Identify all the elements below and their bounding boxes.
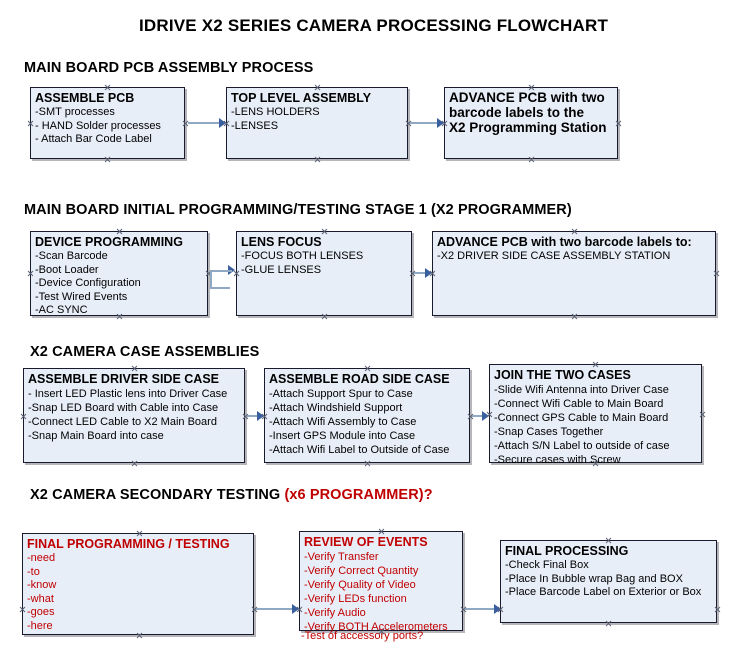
arrow-lens-focus-to-advance-pcb — [414, 272, 427, 274]
arrow-device-programming-to-lens-focus — [210, 287, 230, 289]
arrow-final-programming-to-review — [256, 608, 294, 610]
node-line: -Slide Wifi Antenna into Driver Case — [494, 384, 669, 396]
node-line: -GLUE LENSES — [241, 263, 322, 276]
node-final-processing[interactable]: FINAL PROCESSING -Check Final Box -Place… — [500, 540, 717, 623]
node-line: -Attach S/N Label to outside of case — [494, 440, 670, 452]
node-advance-pcb-to-driver-case[interactable]: ADVANCE PCB with two barcode labels to: … — [432, 231, 716, 316]
node-line: -Test Wired Events — [35, 290, 128, 303]
node-overflow-line: -Test of accessory ports? — [301, 630, 424, 642]
node-line: - Attach Bar Code Label — [35, 133, 152, 145]
node-line: -goes — [27, 606, 55, 618]
section-label-red: (x6 PROGRAMMER)? — [284, 487, 433, 503]
node-device-programming[interactable]: DEVICE PROGRAMMING -Scan Barcode -Boot L… — [30, 231, 208, 316]
node-line: -Verify Quality of Video — [304, 579, 416, 591]
node-line: -LENSES — [231, 119, 279, 132]
node-line: barcode labels to the — [449, 105, 585, 120]
node-line: -Snap Cases Together — [494, 426, 604, 438]
section-heading-main-board-pcb-assembly-process: MAIN BOARD PCB ASSEMBLY PROCESS — [24, 60, 313, 76]
node-title: JOIN THE TWO CASES — [494, 368, 631, 382]
node-line: - Insert LED Plastic lens into Driver Ca… — [28, 388, 228, 400]
arrow-head-icon — [437, 118, 444, 128]
node-title: ASSEMBLE DRIVER SIDE CASE — [28, 372, 220, 386]
node-line: -Attach Wifi Assembly to Case — [269, 416, 417, 428]
node-assemble-pcb[interactable]: ASSEMBLE PCB -SMT processes - HAND Solde… — [30, 87, 185, 159]
node-line: -Snap Main Board into case — [28, 430, 164, 442]
node-line: -know — [27, 579, 57, 591]
section-label: MAIN BOARD INITIAL PROGRAMMING/TESTING S… — [24, 202, 572, 218]
node-line: - HAND Solder processes — [35, 119, 161, 132]
node-line: -Attach Wifi Label to Outside of Case — [269, 444, 450, 456]
arrow-elbow-segment — [210, 272, 212, 289]
arrow-head-icon — [482, 411, 489, 421]
node-line: -Verify Audio — [304, 607, 366, 619]
node-lens-focus[interactable]: LENS FOCUS -FOCUS BOTH LENSES -GLUE LENS… — [236, 231, 412, 316]
node-line: -Attach Support Spur to Case — [269, 388, 413, 400]
arrow-head-icon — [292, 604, 299, 614]
section-label: X2 CAMERA SECONDARY TESTING — [30, 487, 285, 503]
node-title: ASSEMBLE ROAD SIDE CASE — [269, 372, 450, 386]
node-title: FINAL PROCESSING — [505, 544, 629, 558]
node-advance-pcb-to-programming-station[interactable]: ADVANCE PCB with two barcode labels to t… — [444, 87, 618, 159]
arrow-head-icon — [219, 118, 226, 128]
node-line: -Device Configuration — [35, 277, 141, 289]
node-final-programming-testing[interactable]: FINAL PROGRAMMING / TESTING -need -to -k… — [22, 533, 254, 635]
node-line: -Verify BOTH Accelerometers — [304, 621, 448, 633]
page-title: IDRIVE X2 SERIES CAMERA PROCESSING FLOWC… — [138, 16, 609, 35]
arrow-head-icon — [425, 268, 432, 278]
node-line: -Check Final Box — [505, 559, 589, 571]
node-line: -Place Barcode Label on Exterior or Box — [505, 586, 702, 598]
node-title: ASSEMBLE PCB — [35, 91, 135, 105]
node-line: -SMT processes — [35, 106, 115, 118]
node-join-the-two-cases[interactable]: JOIN THE TWO CASES -Slide Wifi Antenna i… — [489, 364, 702, 466]
node-title: TOP LEVEL ASSEMBLY — [231, 91, 372, 105]
node-line: -AC SYNC — [35, 304, 88, 316]
node-line: -Verify Correct Quantity — [304, 565, 419, 577]
node-title: ADVANCE PCB with two — [449, 90, 605, 105]
node-line: -Secure cases with Screw — [494, 454, 621, 466]
node-line: -LENS HOLDERS — [231, 106, 320, 118]
node-line: -Attach Windshield Support — [269, 402, 403, 414]
node-line: -X2 DRIVER SIDE CASE ASSEMBLY STATION — [437, 250, 671, 262]
node-line: -FOCUS BOTH LENSES — [241, 250, 364, 262]
node-line: -Scan Barcode — [35, 250, 108, 262]
arrow-device-programming-to-lens-focus-top — [210, 270, 232, 272]
node-line: -Place In Bubble wrap Bag and BOX — [505, 572, 683, 585]
node-line: -here — [27, 619, 53, 632]
node-line: -to — [27, 565, 40, 578]
node-line: -what — [27, 592, 54, 605]
section-heading-x2-camera-case-assemblies: X2 CAMERA CASE ASSEMBLIES — [30, 344, 259, 360]
node-line: -Connect GPS Cable to Main Board — [494, 412, 669, 424]
node-line: -Connect LED Cable to X2 Main Board — [28, 416, 217, 428]
node-title: LENS FOCUS — [241, 235, 322, 249]
node-line: -need — [27, 552, 56, 564]
arrow-head-icon — [494, 604, 501, 614]
section-heading-main-board-initial-programming: MAIN BOARD INITIAL PROGRAMMING/TESTING S… — [24, 202, 572, 218]
node-top-level-assembly[interactable]: TOP LEVEL ASSEMBLY -LENS HOLDERS -LENSES — [226, 87, 408, 159]
node-review-of-events[interactable]: REVIEW OF EVENTS -Verify Transfer -Verif… — [299, 531, 463, 633]
section-label: X2 CAMERA CASE ASSEMBLIES — [30, 344, 260, 360]
arrow-assemble-pcb-to-top-level — [188, 122, 220, 124]
node-assemble-road-side-case[interactable]: ASSEMBLE ROAD SIDE CASE -Attach Support … — [264, 368, 470, 463]
node-line: -Insert GPS Module into Case — [269, 430, 416, 442]
arrow-top-level-to-advance-pcb — [410, 122, 438, 124]
node-title: REVIEW OF EVENTS — [304, 535, 428, 549]
arrow-head-icon — [257, 411, 264, 421]
node-title: FINAL PROGRAMMING / TESTING — [27, 537, 230, 551]
node-line: -Snap LED Board with Cable into Case — [28, 402, 219, 414]
arrow-driver-case-to-road-case — [247, 415, 259, 417]
node-line: -Boot Loader — [35, 263, 99, 276]
arrow-review-to-final-processing — [465, 608, 496, 610]
node-title: ADVANCE PCB with two barcode labels to: — [437, 235, 692, 249]
section-label: MAIN BOARD PCB ASSEMBLY PROCESS — [24, 60, 314, 76]
section-heading-x2-camera-secondary-testing: X2 CAMERA SECONDARY TESTING (x6 PROGRAMM… — [30, 487, 433, 503]
node-line: -Verify LEDs function — [304, 593, 407, 605]
node-line: -Verify Transfer — [304, 551, 379, 563]
node-assemble-driver-side-case[interactable]: ASSEMBLE DRIVER SIDE CASE - Insert LED P… — [23, 368, 245, 463]
node-line: -Connect Wifi Cable to Main Board — [494, 398, 664, 410]
arrow-road-case-to-join-cases — [472, 415, 484, 417]
node-line: X2 Programming Station — [449, 120, 607, 135]
node-title: DEVICE PROGRAMMING — [35, 235, 183, 249]
